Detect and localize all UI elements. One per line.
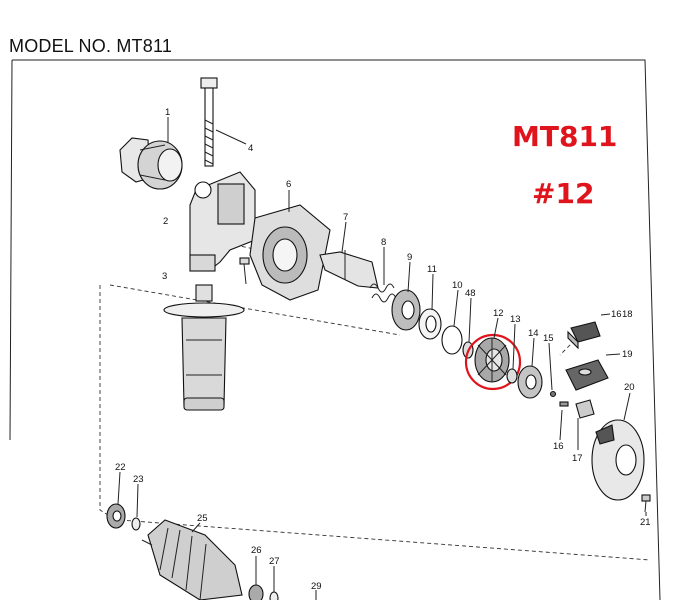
label-part-27: 27 [269,556,280,567]
armature-part [141,519,243,600]
washer-part-23 [131,517,141,531]
label-part-16-upper: 16 [611,309,622,320]
label-part-9: 9 [407,252,412,263]
spindle-part [319,250,379,289]
label-part-23: 23 [133,474,144,485]
bearing-part-22 [106,503,126,529]
label-part-13: 13 [510,314,521,325]
label-part-6: 6 [286,179,291,190]
label-part-48: 48 [465,288,476,299]
washer-part [418,308,442,340]
gear-part-12 [474,337,510,383]
label-part-2: 2 [163,216,168,227]
screw-part-21 [641,494,651,513]
gear-housing-part [249,204,331,301]
label-part-25: 25 [197,513,208,524]
label-part-19: 19 [622,349,633,360]
callout-part-number: #12 [532,177,595,210]
label-part-15: 15 [543,333,554,344]
ball-part-15 [549,390,557,398]
label-part-21: 21 [640,517,651,528]
ring-part-13 [506,368,518,384]
spring-part [369,283,397,303]
label-part-3: 3 [162,271,167,282]
label-part-26: 26 [251,545,262,556]
drill-chuck-part [119,137,183,190]
retaining-ring-part [441,325,463,355]
pin-part-16 [559,401,569,407]
label-part-14: 14 [528,328,539,339]
side-grip-bracket-part [189,171,256,272]
label-part-29: 29 [311,581,322,592]
label-part-11: 11 [427,264,437,275]
model-title: MODEL NO. MT811 [9,36,173,56]
long-bolt-part [200,77,218,167]
leader-lines [117,117,647,600]
label-part-12: 12 [493,308,504,319]
bearing-part-26 [248,584,264,600]
label-part-16-lower: 16 [553,441,564,452]
label-part-17: 17 [572,453,583,464]
label-part-8: 8 [381,237,386,248]
label-part-10: 10 [452,280,463,291]
switch-part [565,359,609,391]
label-part-20: 20 [624,382,635,393]
label-part-1: 1 [165,107,170,118]
side-handle-part [163,284,245,411]
bearing-part [391,289,421,331]
lever-part-17 [575,399,595,419]
field-plate-part [591,419,645,501]
part-12-highlight-circle [464,333,522,391]
label-part-7: 7 [343,212,348,223]
switch-cover-part [567,321,601,350]
part-labels: 1 2 3 4 6 7 8 9 10 11 48 12 13 14 15 16 … [115,107,651,592]
label-part-22: 22 [115,462,126,473]
washer-part-27 [269,591,279,600]
callout-model-number: MT811 [512,120,618,153]
frame-lines [9,59,661,600]
small-screw-part [239,257,250,285]
bearing-part-14 [517,365,543,399]
label-part-18: 18 [622,309,633,320]
label-part-4: 4 [248,143,253,154]
